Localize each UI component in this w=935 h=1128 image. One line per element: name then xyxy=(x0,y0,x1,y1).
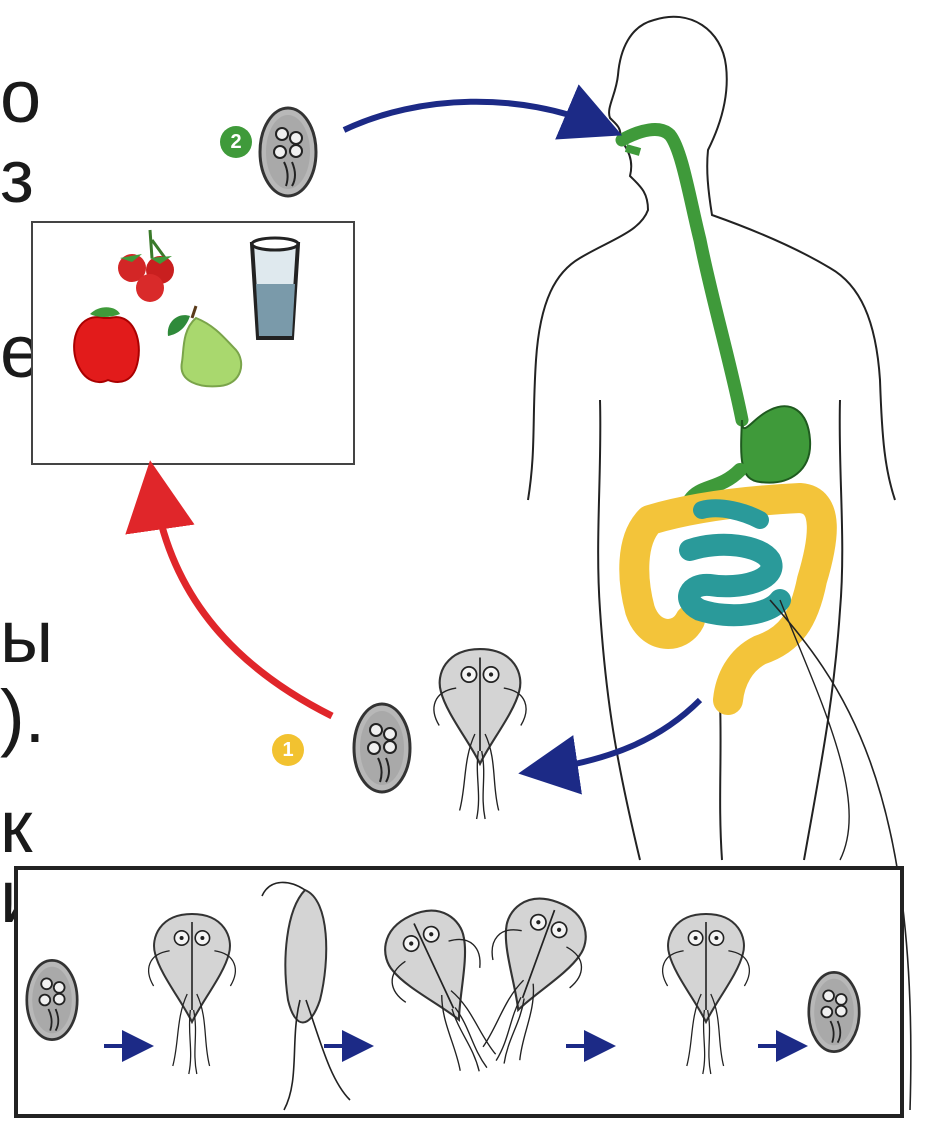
digestive-tract xyxy=(622,130,810,500)
water-glass-icon xyxy=(252,238,298,338)
excretion-arrow xyxy=(542,700,700,770)
excreted-cyst xyxy=(354,704,410,792)
step-badge-1: 1 xyxy=(272,734,304,766)
human-silhouette xyxy=(528,17,895,860)
ingested-cyst xyxy=(260,108,316,196)
step-badge-2: 2 xyxy=(220,126,252,158)
food-water-box xyxy=(32,222,354,464)
large-intestine xyxy=(634,498,822,700)
life-cycle-box xyxy=(16,868,902,1116)
cycle-cyst-start xyxy=(27,960,77,1039)
excreted-trophozoite xyxy=(434,649,526,819)
cycle-cyst-end xyxy=(809,972,859,1051)
transmission-arrow xyxy=(154,488,332,716)
small-intestine xyxy=(689,508,780,615)
ingestion-arrow xyxy=(344,102,600,130)
